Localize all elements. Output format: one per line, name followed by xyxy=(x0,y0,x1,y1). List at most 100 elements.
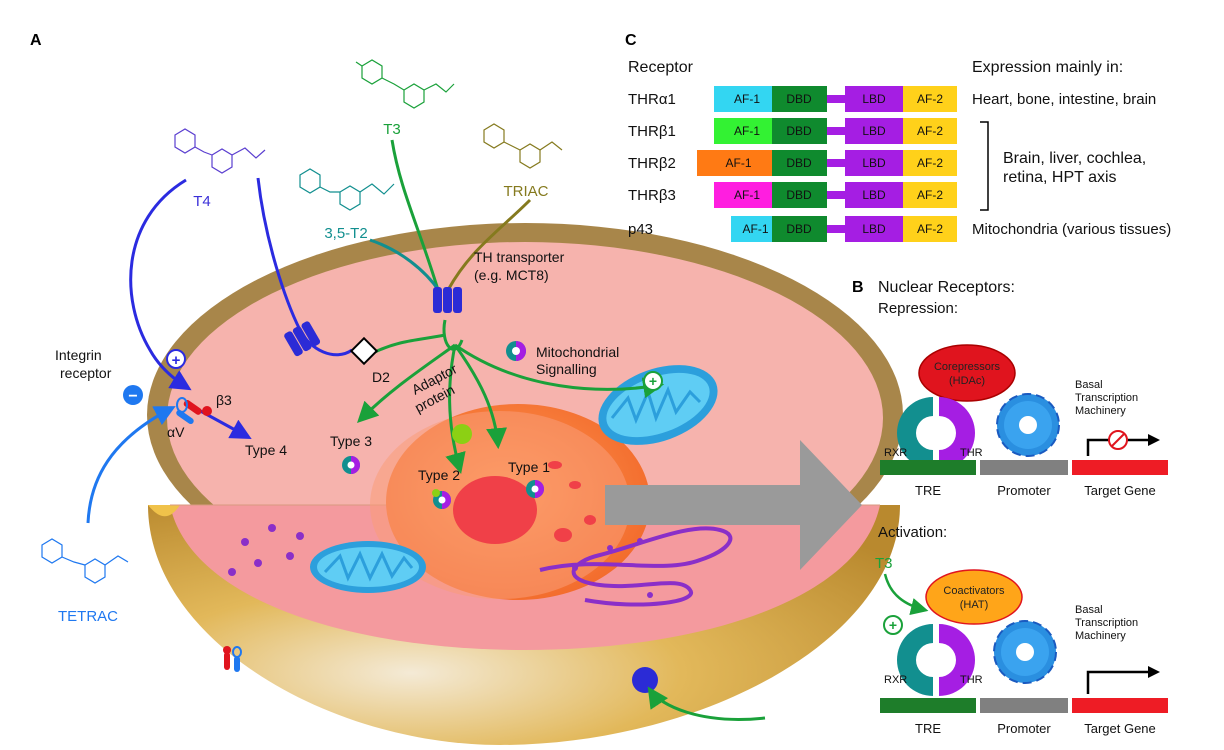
dbd-domain xyxy=(772,86,827,112)
t3-arrow-activation xyxy=(883,573,929,616)
tetrac-label: TETRAC xyxy=(58,608,118,625)
basal-line3-activation: Machinery xyxy=(1075,630,1126,642)
promoter-bar-repression xyxy=(980,460,1068,475)
bottom-transporter xyxy=(632,667,658,693)
basal-line3-repression: Machinery xyxy=(1075,405,1126,417)
t4-transporter xyxy=(284,321,321,357)
lbd-domain xyxy=(845,216,903,242)
mito-label-line1: Mitochondrial xyxy=(536,344,619,360)
repression-label: Repression: xyxy=(878,300,958,317)
receptor-name: p43 xyxy=(628,221,653,238)
transporter-label-line1: TH transporter xyxy=(474,249,565,265)
rxr-thr-dimer-activation xyxy=(897,624,975,696)
thr-label-repression: THR xyxy=(960,447,983,459)
lbd-domain xyxy=(845,150,903,176)
receptor-icon-type3 xyxy=(342,456,360,474)
dbd-domain-label: DBD xyxy=(786,92,812,106)
expression-label: Mitochondria (various tissues) xyxy=(972,221,1171,238)
lbd-domain xyxy=(845,182,903,208)
tre-bar-activation xyxy=(880,698,976,713)
receptor-name: THRβ1 xyxy=(628,123,676,140)
af2-domain xyxy=(903,86,957,112)
integrin-icon xyxy=(176,397,212,425)
type1-label: Type 1 xyxy=(508,459,550,475)
expression-column-header: Expression mainly in: xyxy=(972,59,1123,76)
lbd-domain-label: LBD xyxy=(862,156,886,170)
corepressor-line2: (HDAc) xyxy=(949,375,985,387)
integrin-label-line2: receptor xyxy=(60,365,112,381)
chromatin-dot xyxy=(548,461,562,469)
af1-domain-label: AF-1 xyxy=(734,92,760,106)
triac-structure xyxy=(483,123,563,169)
plus-icon-activation xyxy=(883,615,903,635)
target-bar-activation xyxy=(1072,698,1168,713)
t3-label-activation: T3 xyxy=(875,555,893,572)
plus-sign-activation: + xyxy=(889,617,897,633)
af2-domain xyxy=(903,118,957,144)
transcription-arrowhead-active xyxy=(1148,666,1160,678)
membrane-rim xyxy=(148,505,180,517)
lbd-domain-label: LBD xyxy=(862,92,886,106)
t4-structure xyxy=(174,128,266,174)
chromatin-dot xyxy=(584,515,596,525)
transcription-arrow-blocked xyxy=(1086,438,1150,456)
signalling-arrows xyxy=(357,319,665,475)
dbd-domain xyxy=(772,216,827,242)
receptor-icon-mito xyxy=(506,341,526,361)
type4-label: Type 4 xyxy=(245,442,287,458)
target-label-activation: Target Gene xyxy=(1084,721,1156,736)
coactivator-complex xyxy=(925,569,1023,625)
dbd-domain xyxy=(772,118,827,144)
type2-label: Type 2 xyxy=(418,467,460,483)
tre-label-repression: TRE xyxy=(915,483,941,498)
af2-domain xyxy=(903,182,957,208)
corepressor-line1: Corepressors xyxy=(934,361,1001,373)
af1-domain-label: AF-1 xyxy=(734,188,760,202)
panel-label-c: C xyxy=(625,32,637,49)
basal-line1-repression: Basal xyxy=(1075,379,1103,391)
dbd-domain-label: DBD xyxy=(786,124,812,138)
dbd-domain-label: DBD xyxy=(786,188,812,202)
af1-domain xyxy=(714,118,772,144)
af1-domain-label: AF-1 xyxy=(742,222,768,236)
tre-label-activation: TRE xyxy=(915,721,941,736)
plus-sign-mito: + xyxy=(649,373,657,389)
promoter-label-activation: Promoter xyxy=(997,721,1051,736)
t4-path-to-d2 xyxy=(256,177,353,357)
receptor-column-header: Receptor xyxy=(628,59,694,76)
af2-domain-label: AF-2 xyxy=(917,124,943,138)
integrin-label-line1: Integrin xyxy=(55,347,102,363)
chromatin-dot xyxy=(554,528,572,542)
t4-label: T4 xyxy=(193,193,211,210)
receptor-name: THRα1 xyxy=(628,91,676,108)
hinge-region xyxy=(827,127,845,135)
expression-bracket xyxy=(980,121,989,211)
thr-label-activation: THR xyxy=(960,674,983,686)
af2-domain-label: AF-2 xyxy=(917,188,943,202)
af1-domain xyxy=(731,216,772,242)
t3-label: T3 xyxy=(383,121,401,138)
lbd-domain xyxy=(845,118,903,144)
t2-label: 3,5-T2 xyxy=(324,225,367,242)
tre-bar-repression xyxy=(880,460,976,475)
dbd-domain xyxy=(772,150,827,176)
panel-label-b: B xyxy=(852,279,864,296)
transcription-arrowhead-blocked xyxy=(1148,434,1160,446)
plus-icon-mito xyxy=(643,371,663,391)
hinge-region xyxy=(827,159,845,167)
group-expression-line2: retina, HPT axis xyxy=(1003,169,1117,186)
dbd-domain-label: DBD xyxy=(786,156,812,170)
tetrac-structure xyxy=(41,538,129,584)
af1-domain xyxy=(697,150,772,176)
endoplasmic-reticulum xyxy=(539,526,733,607)
integrin-icon-bottom xyxy=(223,646,242,672)
mito-label-line2: Signalling xyxy=(536,361,597,377)
pointer-arrow-to-panel-b xyxy=(605,440,862,570)
tetrac-path-to-integrin xyxy=(86,406,176,524)
lbd-domain-label: LBD xyxy=(862,124,886,138)
triac-path xyxy=(446,198,532,291)
receptor-name: THRβ3 xyxy=(628,187,676,204)
chromatin-dot xyxy=(569,481,581,489)
